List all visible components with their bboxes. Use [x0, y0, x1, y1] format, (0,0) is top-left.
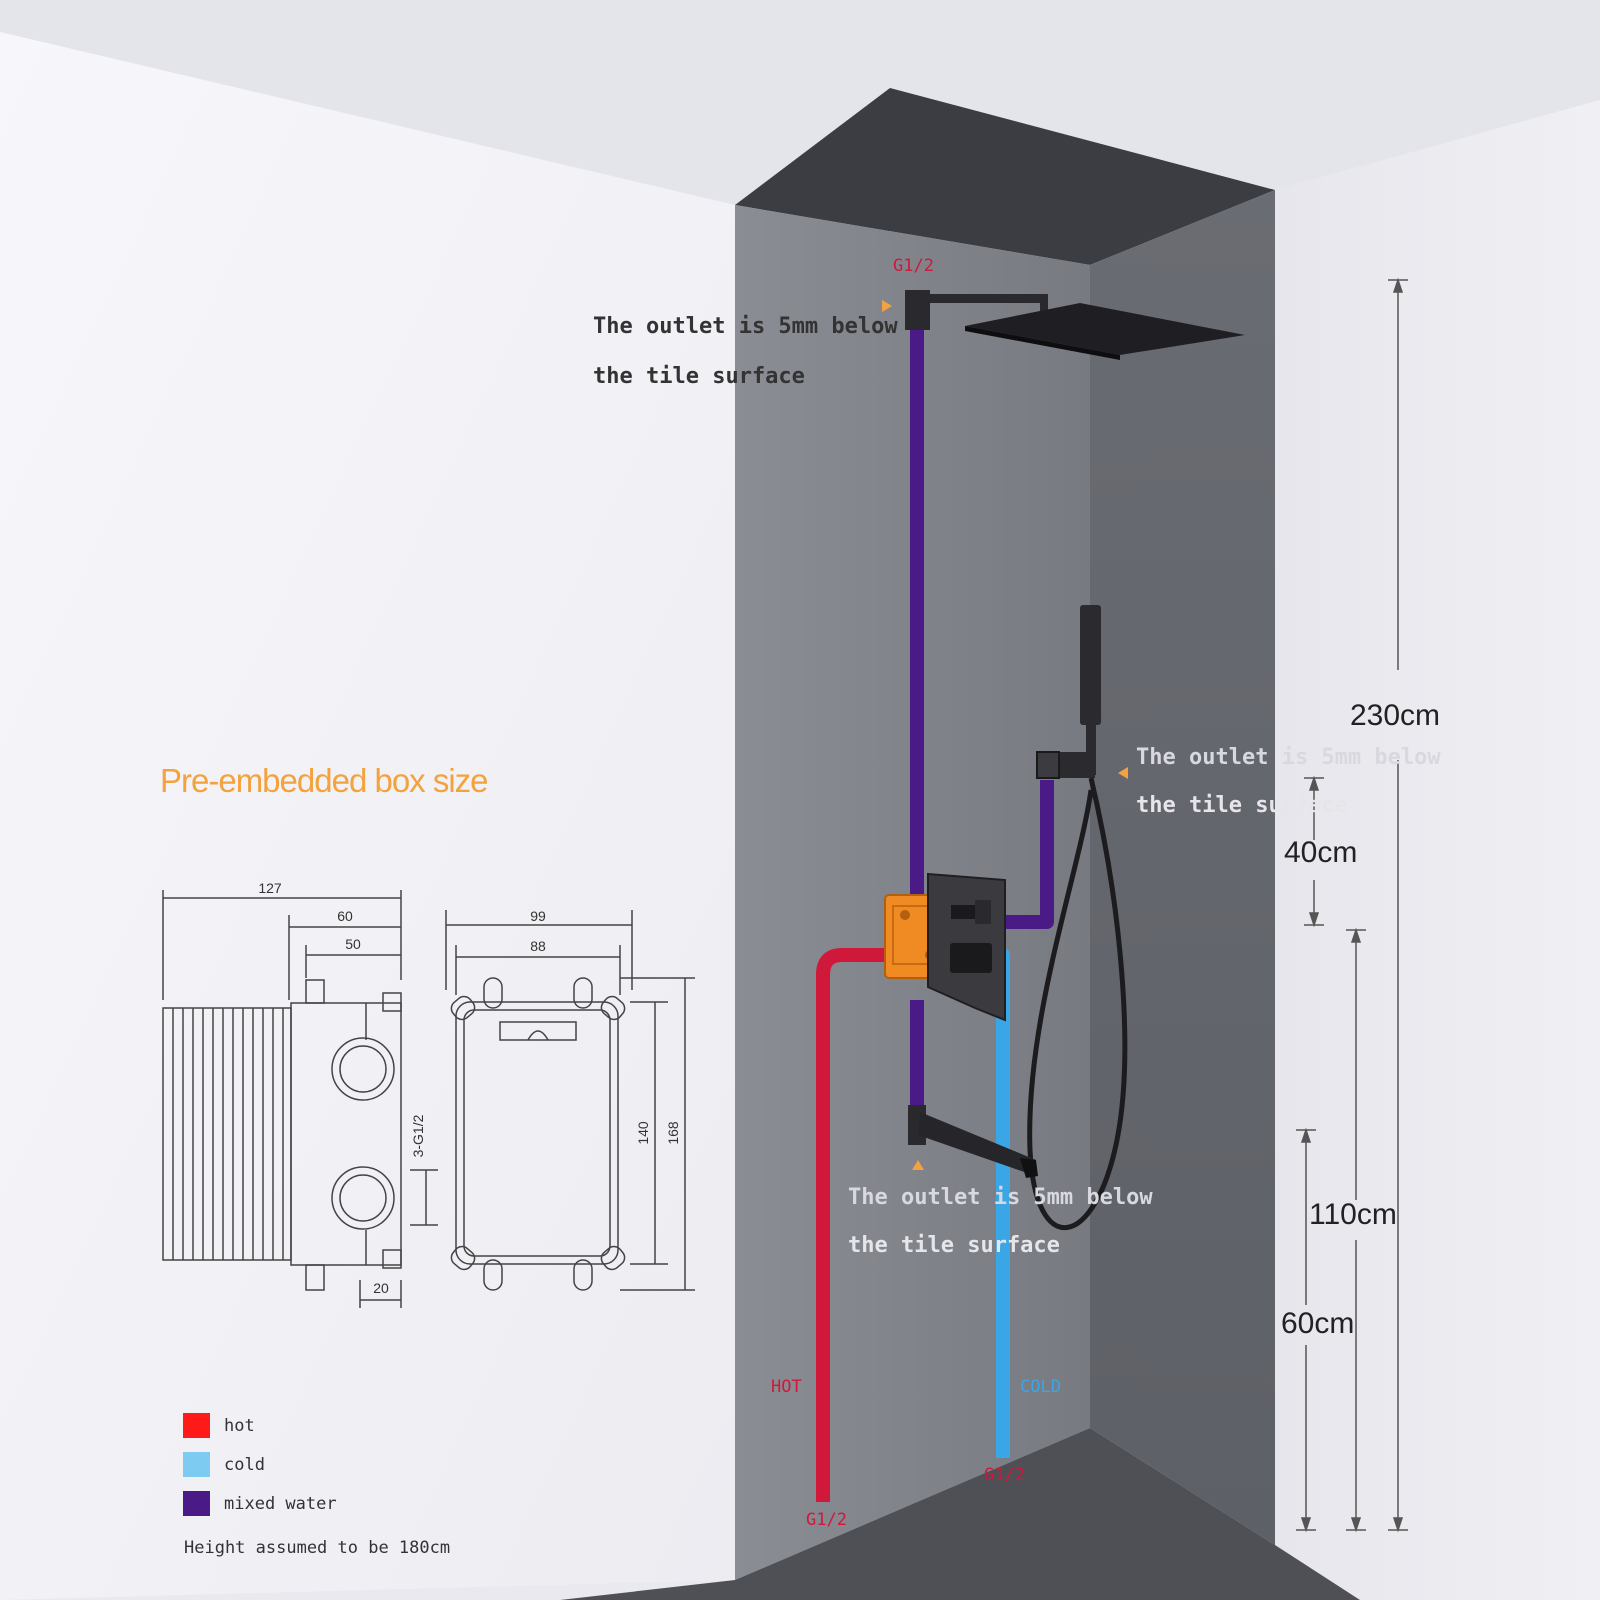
cold-pipe-label: COLD [1020, 1377, 1061, 1397]
dim-60: 60 [337, 908, 353, 924]
legend-height-note: Height assumed to be 180cm [184, 1538, 451, 1558]
legend-hot: hot [183, 1413, 255, 1438]
dim-3-g12: 3-G1/2 [410, 1114, 426, 1157]
hot-water-pipe [816, 948, 893, 1502]
outlet-note-hand-line1: The outlet is 5mm below [1136, 745, 1441, 770]
height-total-label: 230cm [1350, 699, 1441, 732]
height-dimension-lines [1296, 277, 1408, 1533]
pointer-triangle-top [882, 300, 892, 312]
dim-140: 140 [635, 1121, 651, 1145]
legend-mixed: mixed water [183, 1491, 337, 1516]
niche-floor [560, 1428, 1360, 1600]
concealed-valve [884, 872, 1006, 1022]
legend-mixed-swatch [183, 1491, 210, 1516]
niche-back-wall [1090, 190, 1275, 1545]
outlet-note-hand-line2: the tile surface [1136, 793, 1348, 818]
rain-shower-head [905, 290, 1245, 360]
niche-ceiling [735, 88, 1275, 265]
dim-88: 88 [530, 938, 546, 954]
outlet-note-spout-line2: the tile surface [848, 1233, 1060, 1258]
outlet-note-top-line1: The outlet is 5mm below [593, 314, 898, 339]
tub-spout [908, 1105, 1038, 1178]
left-wall [0, 32, 735, 1600]
corrugated-sleeve [162, 1007, 292, 1261]
legend-hot-swatch [183, 1413, 210, 1438]
box-front-view [445, 910, 695, 1291]
dim-168: 168 [665, 1121, 681, 1145]
hand-shower [1027, 605, 1128, 1231]
height-valve-label: 110cm [1309, 1198, 1397, 1231]
legend-cold-swatch [183, 1452, 210, 1477]
hot-bottom-connection: G1/2 [806, 1510, 847, 1530]
pointer-triangle-spout [912, 1160, 924, 1170]
outlet-note-hand-shower: The outlet is 5mm below the tile surface [1136, 734, 1441, 830]
dim-127: 127 [258, 880, 282, 896]
legend-mixed-label: mixed water [224, 1493, 337, 1514]
legend-cold-label: cold [224, 1454, 265, 1475]
pointer-triangle-hand [1118, 767, 1128, 779]
height-spout-label: 60cm [1281, 1307, 1355, 1340]
top-connection-label: G1/2 [893, 256, 934, 276]
ceiling [0, 0, 1600, 205]
legend-cold: cold [183, 1452, 265, 1477]
mixed-water-pipes [910, 318, 1054, 1112]
outlet-note-spout-line1: The outlet is 5mm below [848, 1185, 1153, 1210]
outlet-note-spout: The outlet is 5mm below the tile surface [848, 1174, 1153, 1270]
legend-hot-label: hot [224, 1415, 255, 1436]
outlet-note-top-line2: the tile surface [593, 364, 805, 389]
right-wall [1275, 100, 1600, 1600]
dim-99: 99 [530, 908, 546, 924]
cold-bottom-connection: G1/2 [984, 1465, 1025, 1485]
height-hand-shower-label: 40cm [1284, 836, 1358, 869]
dim-20: 20 [373, 1280, 389, 1296]
dim-50: 50 [345, 936, 361, 952]
pre-embedded-box-title: Pre-embedded box size [160, 762, 489, 799]
outlet-note-top: The outlet is 5mm below the tile surface [593, 302, 898, 402]
box-side-view [162, 890, 438, 1308]
hot-pipe-label: HOT [771, 1377, 802, 1397]
